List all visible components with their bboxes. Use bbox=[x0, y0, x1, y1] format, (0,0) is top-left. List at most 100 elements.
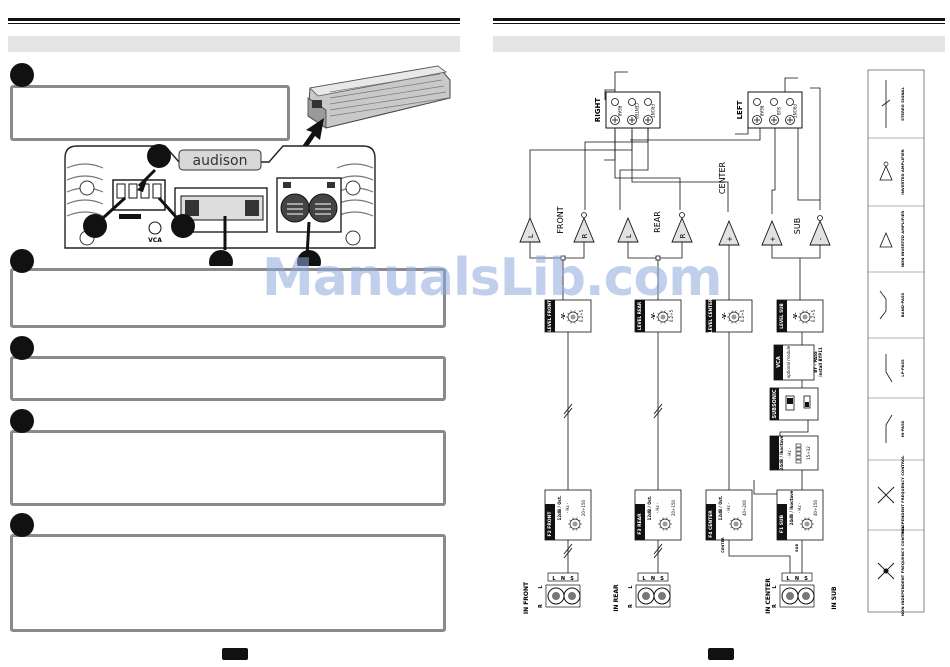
amp-label-sub: SUB bbox=[793, 218, 802, 234]
legend-label: BAND-PASS bbox=[900, 292, 905, 317]
input-label-center: IN CENTER bbox=[765, 578, 772, 614]
filter-knob bbox=[658, 517, 672, 531]
amp-sign-4: R bbox=[679, 233, 687, 238]
legend-label: NON INVERTED AMPLIFIER bbox=[900, 211, 905, 267]
callout-box-3 bbox=[10, 356, 446, 401]
subsonic-filter-scale: - Hz - bbox=[787, 447, 792, 458]
subsonic-module: SUBSONIC bbox=[769, 387, 819, 421]
input-lr-label: R bbox=[538, 604, 544, 608]
level-module-range: 0.2÷5 bbox=[811, 309, 816, 322]
filter-module-range: 20÷150 bbox=[671, 500, 676, 517]
filter-module-range: 40÷150 bbox=[813, 500, 818, 517]
switch-letter: S bbox=[660, 576, 664, 582]
amp-rear-r bbox=[671, 212, 693, 243]
legend-label: LP-PASS bbox=[900, 359, 905, 377]
level-modules: LEVEL FRONT -V- 0.2÷5 LEVEL REAR-V-0.2÷5 LEV… bbox=[544, 298, 824, 333]
step-number-5 bbox=[10, 513, 34, 537]
amp-sign-6: + bbox=[769, 236, 777, 242]
filter-module-title: F2 FRONT bbox=[547, 511, 553, 537]
left-page: audison VCA bbox=[0, 0, 470, 667]
right-page: RIGHT REAR CENTER FRONT LEFT REAR SUB FR… bbox=[480, 0, 950, 667]
amp-front-l bbox=[519, 216, 541, 243]
level-module-scale: -V- bbox=[722, 312, 728, 319]
switch-letter: N bbox=[795, 576, 799, 582]
step-number-2 bbox=[10, 249, 34, 273]
subsonic-filter-range: 15÷32 bbox=[806, 446, 811, 460]
right-terminal-label-3: FRONT bbox=[650, 104, 655, 118]
top-rule bbox=[8, 18, 460, 21]
filter-module-title: F1 SUB bbox=[779, 514, 785, 533]
top-rule bbox=[493, 18, 945, 21]
page-number-box-right bbox=[708, 648, 734, 660]
amp-sign-2: R bbox=[581, 233, 589, 238]
vca-module-sub3: install BYP11 bbox=[818, 347, 823, 377]
level-module-title: LEVEL CENTER bbox=[708, 298, 713, 333]
level-module-scale: -V- bbox=[561, 312, 567, 319]
brand-logo: audison bbox=[193, 153, 248, 169]
legend-label: STEREO SIGNAL bbox=[900, 87, 905, 121]
top-rule-thin bbox=[8, 23, 460, 24]
vca-module-sub1: optional module bbox=[786, 345, 791, 378]
level-module-range: 0.2÷5 bbox=[740, 309, 745, 322]
level-module: LEVEL REAR-V-0.2÷5 bbox=[634, 299, 682, 333]
filter-module-title: F3 REAR bbox=[637, 513, 643, 535]
amp-label-rear: REAR bbox=[653, 211, 662, 233]
switch-letter: S bbox=[804, 576, 808, 582]
level-knob bbox=[798, 310, 812, 324]
step-number-1 bbox=[10, 63, 34, 87]
level-knob bbox=[727, 310, 741, 324]
level-module-title: LEVEL FRONT bbox=[547, 300, 552, 332]
input-label-rear: IN REAR bbox=[613, 584, 620, 612]
step-number-4 bbox=[10, 409, 34, 433]
amp-label-center: CENTER bbox=[718, 161, 727, 194]
left-channel-label: LEFT bbox=[736, 100, 744, 119]
amp-sub-minus bbox=[809, 215, 831, 246]
legend-item: HI-PASS bbox=[868, 397, 924, 443]
vca-label: VCA bbox=[148, 237, 162, 244]
level-module: LEVEL CENTER -V- 0.2÷5 bbox=[705, 298, 753, 333]
legend-item: INVERTED AMPLIFIER bbox=[868, 137, 924, 195]
legend-item: LP-PASS bbox=[868, 337, 924, 383]
filter-knob bbox=[568, 517, 582, 531]
input-label-front: IN FRONT bbox=[523, 581, 530, 614]
amp-sign-5: + bbox=[726, 236, 734, 242]
callout-box-2 bbox=[10, 268, 446, 328]
legend-item: INDEPENDENT FREQUENCY CONTROL bbox=[868, 455, 924, 535]
break-marks bbox=[563, 403, 663, 559]
right-terminal-label-1: REAR bbox=[617, 106, 622, 117]
watermark: ManualsLib.com bbox=[262, 248, 722, 308]
left-terminal-label-3: FRONT bbox=[792, 104, 797, 118]
right-terminal-label-2: CENTER bbox=[634, 103, 639, 119]
level-module-scale: -V- bbox=[651, 312, 657, 319]
switch-letter: N bbox=[561, 576, 565, 582]
top-rule-thin bbox=[493, 23, 945, 24]
amp-center bbox=[718, 219, 740, 246]
left-terminal-label-2: SUB bbox=[776, 107, 781, 115]
legend-label: NON INDEPENDENT FREQUENCY CONTROL bbox=[900, 525, 905, 616]
filter-module: F1 SUB 24dB / Ikoctave- Hz - 40÷150 bbox=[776, 489, 824, 541]
amp-sub-plus bbox=[761, 219, 783, 246]
level-module-scale: -V- bbox=[793, 312, 799, 319]
filter-knob bbox=[800, 517, 814, 531]
center-tag: CENTER bbox=[721, 537, 725, 553]
amplifier-photo bbox=[294, 65, 451, 161]
header-band bbox=[8, 36, 460, 52]
subsonic-filter-slope: 24dB / Ikoctave bbox=[779, 435, 784, 470]
step-number-3 bbox=[10, 336, 34, 360]
filter-module-slope: 24dB / Ikoctave bbox=[789, 490, 794, 525]
filter-module-scale: - Hz - bbox=[797, 502, 802, 513]
right-channel-label: RIGHT bbox=[594, 98, 602, 123]
filter-module-scale: - Hz - bbox=[565, 502, 570, 513]
right-terminal-block: RIGHT REAR CENTER FRONT bbox=[594, 91, 661, 129]
switch-letter: S bbox=[570, 576, 574, 582]
vca-module-title: VCA bbox=[776, 356, 782, 368]
block-diagram: RIGHT REAR CENTER FRONT LEFT REAR SUB FR… bbox=[519, 69, 925, 616]
left-terminal-block: LEFT REAR SUB FRONT bbox=[736, 91, 803, 129]
page-number-box-left bbox=[222, 648, 248, 660]
